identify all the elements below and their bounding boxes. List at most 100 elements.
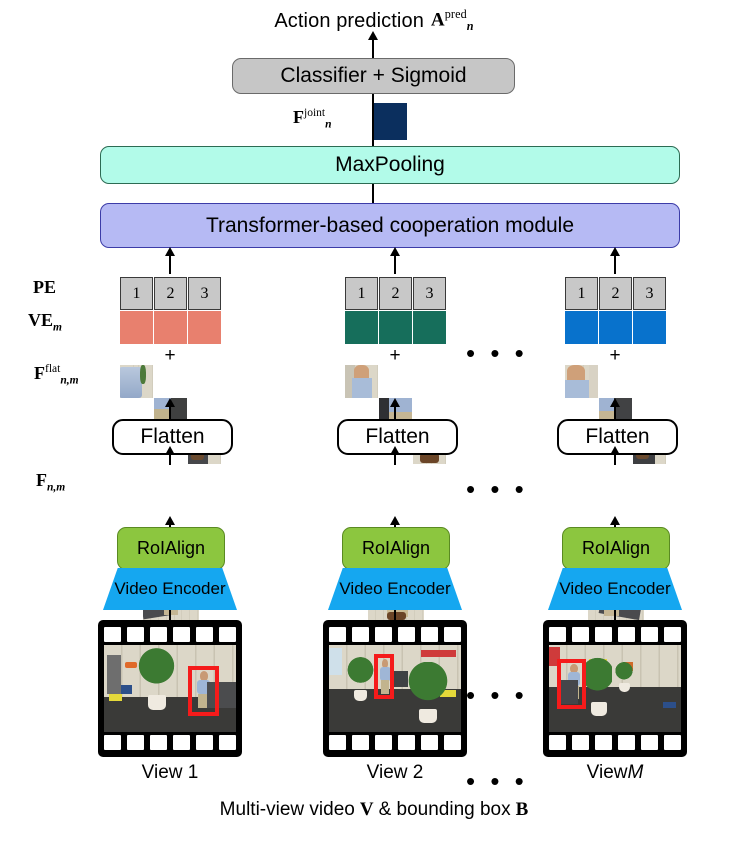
ve-token-2 xyxy=(379,311,412,344)
ellipsis-pe-row: • • • xyxy=(466,338,528,368)
ve-token-3 xyxy=(188,311,221,344)
plus-sign-tokens: + xyxy=(609,344,621,366)
flat-feature-patch-1 xyxy=(120,365,153,398)
arrow-flatten-to-flat-feature xyxy=(614,403,617,419)
caption-prefix: Multi-view video xyxy=(219,799,355,820)
arrow-classifier-to-output xyxy=(372,38,375,58)
ve-token-1 xyxy=(120,311,153,344)
view-label: View 1 xyxy=(95,760,245,786)
film-strip[interactable] xyxy=(543,620,687,757)
transformer-cooperation-block[interactable]: Transformer-based cooperation module xyxy=(100,203,680,248)
arrow-roifeature-to-flatten xyxy=(614,451,617,465)
arrow-tokens-to-transformer xyxy=(169,254,172,274)
bounding-box xyxy=(556,658,586,710)
ve-token-1 xyxy=(345,311,378,344)
pe-token-3[interactable]: 3 xyxy=(413,277,446,310)
ve-token-2 xyxy=(154,311,187,344)
pipeline-column-view-1: 1 2 3 + Flatten xyxy=(95,247,250,855)
ve-token-1 xyxy=(565,311,598,344)
page-title: Action prediction Apredn xyxy=(0,6,748,36)
arrow-roifeature-to-flatten xyxy=(169,451,172,465)
film-sprockets-bottom xyxy=(104,735,236,750)
caption-symbol-b: B xyxy=(515,799,529,820)
ellipsis-film-row: • • • xyxy=(466,680,528,710)
arrowhead-roifeature-to-flatten xyxy=(389,446,400,455)
roialign-block[interactable]: RoIAlign xyxy=(117,527,225,570)
arrowhead-flatten-to-flat-feature xyxy=(164,398,175,407)
pe-token-2-label: 2 xyxy=(166,284,175,302)
view-label-text: View 2 xyxy=(366,762,424,783)
f-flat-row-label: Fflatn,m xyxy=(34,363,79,387)
flat-feature-patch-1 xyxy=(345,365,378,398)
maxpooling-block[interactable]: MaxPooling xyxy=(100,146,680,184)
transformer-label: Transformer-based cooperation module xyxy=(205,213,575,237)
arrow-roifeature-to-flatten xyxy=(394,451,397,465)
pe-token-3[interactable]: 3 xyxy=(188,277,221,310)
video-encoder-label: Video Encoder xyxy=(114,579,226,598)
arrowhead-roifeature-to-flatten xyxy=(164,446,175,455)
arrowhead-roifeature-to-flatten xyxy=(609,446,620,455)
arrow-tokens-to-transformer xyxy=(614,254,617,274)
film-strip[interactable] xyxy=(323,620,467,757)
film-sprockets-top xyxy=(549,627,681,642)
view-label: View M xyxy=(586,762,644,783)
line-maxpool-to-classifier xyxy=(372,94,375,146)
video-frame xyxy=(329,645,461,732)
pe-token-1[interactable]: 1 xyxy=(120,277,153,310)
bottom-caption: Multi-view video V & bounding box B xyxy=(0,796,748,824)
pe-token-2-label: 2 xyxy=(391,284,400,302)
view-label: View 2 xyxy=(320,760,470,786)
pe-token-2[interactable]: 2 xyxy=(379,277,412,310)
pe-token-1-label: 1 xyxy=(357,284,366,302)
ve-token-3 xyxy=(633,311,666,344)
arrowhead-roialign-to-feature xyxy=(609,516,620,525)
page-title-symbol: Apredn xyxy=(430,7,474,34)
arrowhead-roialign-to-feature xyxy=(389,516,400,525)
pe-token-1[interactable]: 1 xyxy=(345,277,378,310)
view-label-text: View 1 xyxy=(141,762,199,783)
view-label-text: View xyxy=(586,762,628,783)
line-transformer-to-maxpool xyxy=(372,184,375,203)
flatten-label: Flatten xyxy=(140,425,205,448)
classifier-sigmoid-block[interactable]: Classifier + Sigmoid xyxy=(232,58,515,94)
bounding-box xyxy=(188,665,219,717)
pe-token-3[interactable]: 3 xyxy=(633,277,666,310)
pe-token-3-label: 3 xyxy=(200,284,209,302)
pe-token-3-label: 3 xyxy=(425,284,434,302)
f-roi-row-label: Fn,m xyxy=(36,470,66,494)
video-encoder-block[interactable]: Video Encoder xyxy=(548,568,682,610)
ellipsis-feature-row: • • • xyxy=(466,474,528,504)
pe-token-1-label: 1 xyxy=(132,284,141,302)
arrowhead-tokens-to-transformer xyxy=(389,247,400,256)
ve-token-3 xyxy=(413,311,446,344)
film-strip[interactable] xyxy=(98,620,242,757)
video-encoder-block[interactable]: Video Encoder xyxy=(328,568,462,610)
flat-feature-patch-1 xyxy=(565,365,598,398)
video-frame xyxy=(549,645,681,732)
video-encoder-label: Video Encoder xyxy=(339,579,451,598)
pe-token-2-label: 2 xyxy=(611,284,620,302)
joint-feature-square xyxy=(374,103,407,140)
arrowhead-tokens-to-transformer xyxy=(164,247,175,256)
video-encoder-label: Video Encoder xyxy=(559,579,671,598)
pe-token-3-label: 3 xyxy=(645,284,654,302)
caption-middle: & bounding box xyxy=(378,799,511,820)
roialign-label: RoIAlign xyxy=(136,538,206,558)
video-encoder-block[interactable]: Video Encoder xyxy=(103,568,237,610)
roialign-block[interactable]: RoIAlign xyxy=(562,527,670,570)
pe-token-1[interactable]: 1 xyxy=(565,277,598,310)
bounding-box xyxy=(373,653,394,699)
pe-token-2[interactable]: 2 xyxy=(154,277,187,310)
roialign-block[interactable]: RoIAlign xyxy=(342,527,450,570)
pe-token-2[interactable]: 2 xyxy=(599,277,632,310)
arrowhead-tokens-to-transformer xyxy=(609,247,620,256)
video-frame xyxy=(104,645,236,732)
arrow-flatten-to-flat-feature xyxy=(169,403,172,419)
ellipsis-view-label-row: • • • xyxy=(466,766,528,796)
arrow-flatten-to-flat-feature xyxy=(394,403,397,419)
pipeline-column-view-2: 1 2 3 + Flatten xyxy=(320,247,475,855)
ve-row-label: VEm xyxy=(28,310,62,334)
ve-token-2 xyxy=(599,311,632,344)
film-sprockets-bottom xyxy=(549,735,681,750)
pe-token-1-label: 1 xyxy=(577,284,586,302)
